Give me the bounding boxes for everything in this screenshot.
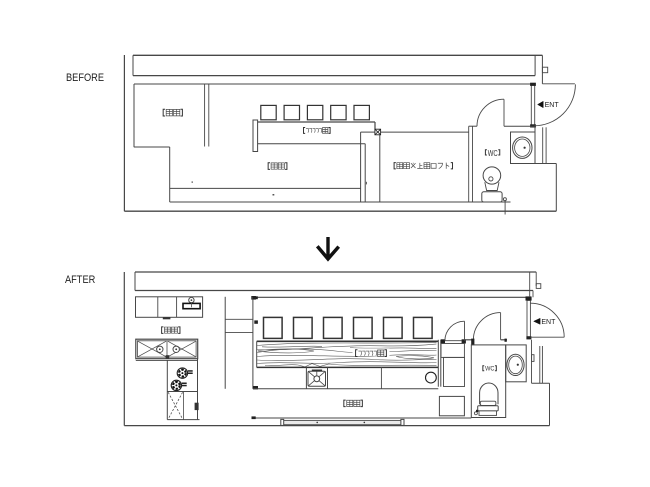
svg-text:WC: WC (485, 366, 495, 373)
svg-text:ENT: ENT (541, 319, 556, 326)
svg-text:WC: WC (488, 149, 498, 158)
svg-text:ENT: ENT (545, 102, 560, 109)
